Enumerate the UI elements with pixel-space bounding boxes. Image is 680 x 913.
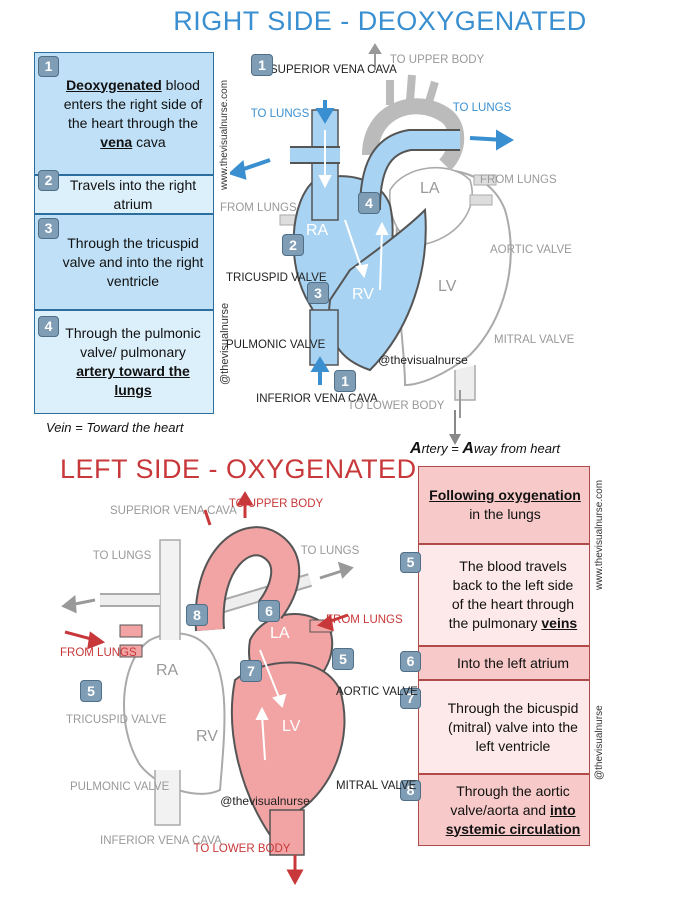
left-label-tricuspid: TRICUSPID VALVE	[66, 714, 167, 726]
left-label-to-lungs-right: TO LUNGS	[300, 545, 360, 557]
vein-note: Vein = Toward the heart	[46, 420, 184, 435]
left-label-to-upper: TO UPPER BODY	[228, 498, 324, 510]
right-step-1-text: Deoxygenated blood enters the right side…	[63, 76, 203, 150]
diagram-badge-7: 7	[240, 660, 262, 682]
right-label-from-lungs-right: FROM LUNGS	[480, 174, 557, 186]
left-label-ra: RA	[156, 662, 179, 679]
step-badge-3: 3	[38, 218, 59, 239]
step-badge-4: 4	[38, 316, 59, 337]
diagram-badge-2: 2	[282, 234, 304, 256]
step-badge-8: 8	[400, 780, 421, 801]
left-heart-diagram	[61, 491, 354, 886]
diagram-badge-5-right: 5	[332, 648, 354, 670]
right-label-ra: RA	[306, 222, 329, 239]
right-label-la: LA	[420, 180, 440, 197]
left-label-from-lungs-left: FROM LUNGS	[60, 647, 137, 659]
diagram-badge-1-bottom: 1	[334, 370, 356, 392]
diagram-badge-6: 6	[258, 600, 280, 622]
diagram-badge-5-left: 5	[80, 680, 102, 702]
left-label-from-lungs-right: FROM LUNGS	[326, 614, 403, 626]
watermark-handle-left: @thevisualnurse	[594, 705, 605, 780]
right-label-svc: SUPERIOR VENA CAVA	[270, 64, 397, 76]
right-label-to-lungs-left: TO LUNGS	[250, 108, 310, 120]
left-label-to-lower: TO LOWER BODY	[193, 843, 291, 855]
left-side-title: LEFT SIDE - OXYGENATED	[60, 454, 417, 484]
right-label-lv: LV	[438, 278, 457, 295]
right-label-handle: @thevisualnurse	[378, 353, 468, 367]
right-label-mitral: MITRAL VALVE	[494, 334, 575, 346]
artery-note: Artery = Away from heart	[410, 440, 560, 457]
left-step-5-box: The blood travels back to the left side …	[418, 544, 590, 646]
diagram-badge-1-top: 1	[251, 54, 273, 76]
left-intro-text: Following oxygenation in the lungs	[429, 487, 581, 522]
diagram-badge-8: 8	[186, 604, 208, 626]
left-label-svc: SUPERIOR VENA CAVA	[110, 505, 237, 517]
right-label-from-lungs-left: FROM LUNGS	[220, 202, 297, 214]
left-step-8-text: Through the aortic valve/aorta and into …	[445, 782, 581, 837]
left-step-7-box: Through the bicuspid (mitral) valve into…	[418, 680, 590, 774]
left-label-aortic: AORTIC VALVE	[336, 686, 418, 698]
right-step-4-box: Through the pulmonic valve/ pulmonary ar…	[34, 310, 214, 414]
watermark-url-right: www.thevisualnurse.com	[219, 79, 230, 190]
left-label-pulmonic: PULMONIC VALVE	[70, 781, 170, 793]
right-label-to-lungs-right: TO LUNGS	[452, 102, 512, 114]
right-label-tricuspid: TRICUSPID VALVE	[226, 272, 327, 284]
left-step-8-box: Through the aortic valve/aorta and into …	[418, 774, 590, 846]
down-arrow-icon	[449, 410, 461, 445]
left-step-6-box: Into the left atrium	[418, 646, 590, 680]
right-label-aortic: AORTIC VALVE	[490, 244, 572, 256]
step-badge-7: 7	[400, 688, 421, 709]
left-label-to-lungs-left: TO LUNGS	[92, 550, 152, 562]
left-step-6-text: Into the left atrium	[456, 654, 570, 671]
left-step-5-text: The blood travels back to the left side …	[448, 558, 578, 631]
right-label-rv: RV	[352, 286, 374, 303]
right-step-2-box: Travels into the right atrium	[34, 175, 214, 214]
diagram-badge-4: 4	[358, 192, 380, 214]
left-label-la: LA	[270, 625, 290, 642]
left-label-mitral: MITRAL VALVE	[336, 780, 417, 792]
left-label-handle: @thevisualnurse	[220, 794, 310, 808]
left-step-7-text: Through the bicuspid (mitral) valve into…	[447, 699, 579, 754]
step-badge-5: 5	[400, 552, 421, 573]
right-label-pulmonic: PULMONIC VALVE	[226, 339, 326, 351]
right-label-to-lower: TO LOWER BODY	[347, 400, 445, 412]
right-step-3-text: Through the tricuspid valve and into the…	[62, 234, 204, 289]
left-label-rv: RV	[196, 728, 218, 745]
step-badge-6: 6	[400, 651, 421, 672]
step-badge-1: 1	[38, 56, 59, 77]
right-step-4-text: Through the pulmonic valve/ pulmonary ar…	[65, 325, 201, 398]
right-step-2-text: Travels into the right atrium	[69, 176, 197, 212]
left-intro-box: Following oxygenation in the lungs	[418, 466, 590, 544]
diagram-badge-3: 3	[307, 282, 329, 304]
step-badge-2: 2	[38, 170, 59, 191]
right-side-title: RIGHT SIDE - DEOXYGENATED	[173, 6, 587, 36]
left-label-ivc: INFERIOR VENA CAVA	[100, 835, 222, 847]
right-label-ivc: INFERIOR VENA CAVA	[256, 393, 378, 405]
left-label-lv: LV	[282, 718, 301, 735]
watermark-url-left: www.thevisualnurse.com	[594, 479, 605, 590]
right-step-3-box: Through the tricuspid valve and into the…	[34, 214, 214, 310]
right-label-to-upper: TO UPPER BODY	[389, 54, 485, 66]
right-step-1-box: Deoxygenated blood enters the right side…	[34, 52, 214, 175]
